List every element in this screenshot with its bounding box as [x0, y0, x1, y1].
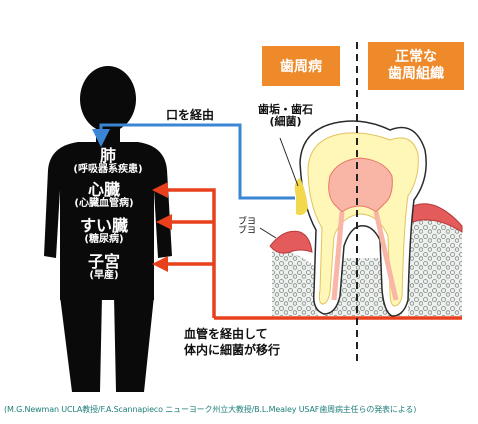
plaque-label-line2: (細菌): [269, 114, 302, 128]
plaque-leader: [279, 137, 299, 187]
tooth: [294, 120, 427, 317]
header-healthy-tissue: 正常な 歯周組織: [368, 42, 464, 90]
mouth-route-label: 口を経由: [166, 108, 215, 122]
tooth-pulp: [328, 157, 393, 213]
organ-uterus-note: (早産): [89, 269, 119, 281]
gums: [269, 203, 463, 254]
blood-route-line1: 血管を経由して: [184, 327, 268, 341]
organ-pancreas: すい臓 (糖尿病): [79, 216, 129, 245]
arrowhead-uterus: [152, 256, 168, 272]
human-silhouette: [44, 66, 172, 392]
plaque-label: 歯垢・歯石 (細菌): [258, 104, 313, 127]
organ-heart: 心臓 (心臓血管病): [74, 180, 134, 209]
gum-leader: [259, 227, 277, 239]
pulp-canal: [331, 211, 399, 301]
organ-heart-note: (心臓血管病): [74, 197, 134, 209]
organ-lung-name: 肺: [99, 146, 117, 165]
organ-uterus: 子宮 (早産): [87, 252, 121, 281]
organ-lung: 肺 (呼吸器系疾患): [73, 146, 143, 175]
gum-label-line1: ブヨ: [238, 217, 257, 227]
mouth-route-arrow: [92, 123, 295, 200]
arrowhead-pancreas: [156, 214, 172, 230]
blood-route-label: 血管を経由して 体内に細菌が移行: [184, 326, 280, 358]
arrowhead-heart: [152, 182, 168, 198]
healthy-gum: [405, 203, 463, 233]
blood-route-line2: 体内に細菌が移行: [184, 343, 281, 358]
blood-arrowheads: [152, 182, 172, 272]
header-right-line2: 歯周組織: [388, 66, 444, 82]
blood-route-arrows: [166, 188, 462, 320]
organ-pancreas-name: すい臓: [79, 216, 129, 235]
plaque-label-line1: 歯垢・歯石: [258, 103, 313, 116]
header-left-label: 歯周病: [280, 59, 322, 75]
gum-label: ブヨ ブヨ: [238, 217, 257, 237]
organ-uterus-name: 子宮: [87, 252, 121, 271]
organ-lung-note: (呼吸器系疾患): [73, 163, 143, 175]
header-periodontal-disease: 歯周病: [262, 46, 340, 86]
jaw-bone: [272, 212, 462, 316]
gum-label-line2: ブヨ: [238, 226, 257, 237]
organ-heart-name: 心臓: [87, 180, 121, 199]
plaque: [294, 178, 308, 216]
organ-pancreas-note: (糖尿病): [84, 233, 124, 245]
swollen-gum: [269, 230, 313, 254]
header-right-line1: 正常な: [395, 49, 437, 66]
source-caption: (M.G.Newman UCLA教授/F.A.Scannapieco ニューヨー…: [4, 405, 417, 414]
